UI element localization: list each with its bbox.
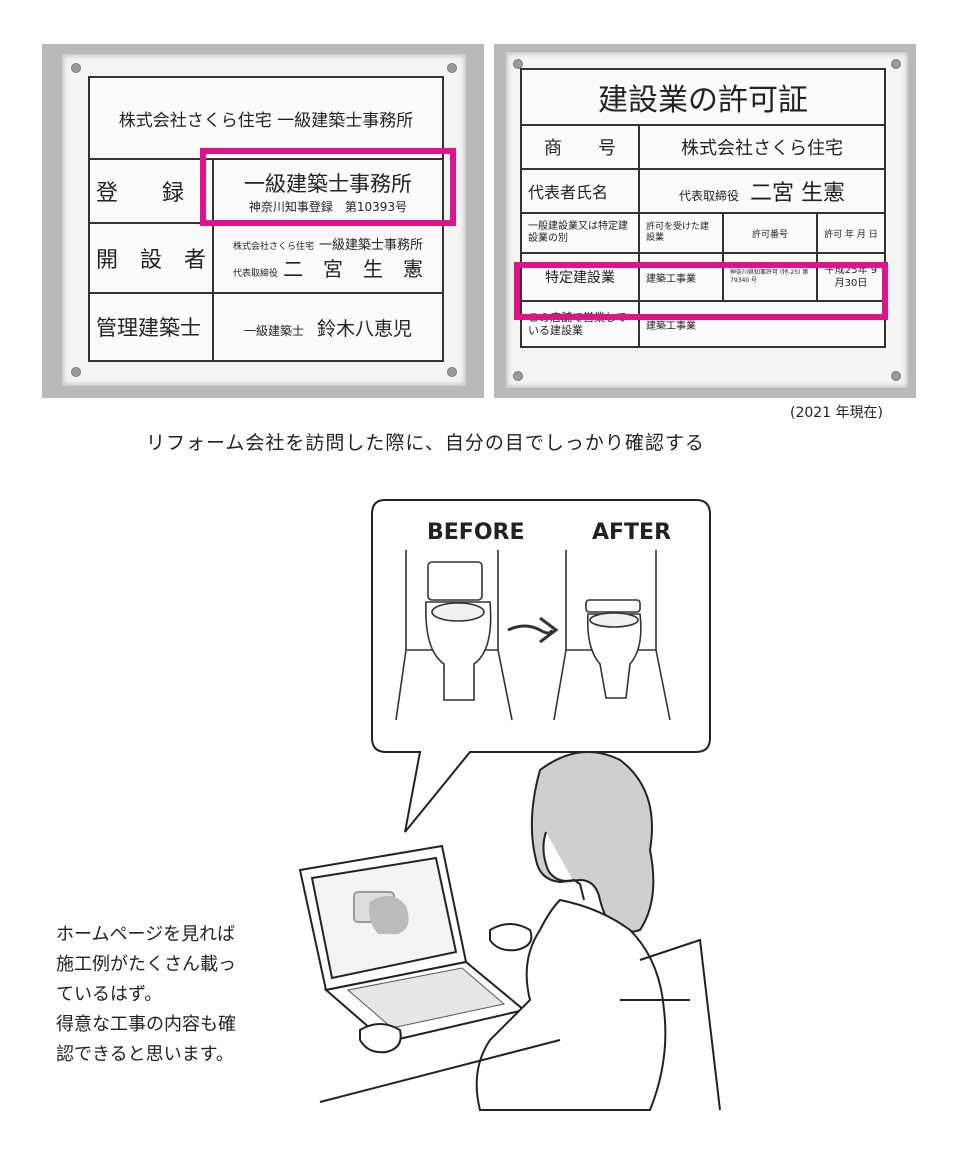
architect-office-sign-photo: 株式会社さくら住宅 一級建築士事務所 登 録 一級建築士事務所 神奈川知事登録 … — [42, 44, 484, 398]
architect-office-sign-table: 株式会社さくら住宅 一級建築士事務所 登 録 一級建築士事務所 神奈川知事登録 … — [87, 76, 444, 362]
sign-value-registration: 一級建築士事務所 神奈川知事登録 第10393号 — [212, 158, 444, 224]
screw-icon — [447, 63, 457, 73]
arrow-right-icon — [507, 616, 559, 644]
license-label-special: 特定建設業 — [520, 252, 640, 302]
screw-icon — [71, 63, 81, 73]
illustration-note: ホームページを見れば 施工例がたくさん載っ ているはず。 得意な工事の内容も確 … — [56, 920, 236, 1070]
sign-value-founder: 株式会社さくら住宅 一級建築士事務所 代表取締役 二 宮 生 憲 — [212, 222, 444, 294]
license-label-representative: 代表者氏名 — [520, 168, 640, 214]
license-value-number: 神奈川県知事許可 (特-25) 第 79340 号 — [722, 252, 818, 302]
license-title: 建設業の許可証 — [520, 68, 886, 126]
screw-icon — [71, 367, 81, 377]
toilet-after-icon — [553, 550, 671, 721]
license-header-number: 許可番号 — [722, 212, 818, 254]
license-value-trade: 建築工事業 — [638, 252, 724, 302]
woman-icon — [359, 751, 721, 1111]
screw-icon — [447, 367, 457, 377]
license-label-category: 一般建設業又は特定建設業の別 — [520, 212, 640, 254]
construction-license-table: 建設業の許可証 商 号 株式会社さくら住宅 代表者氏名 代表取締役 二宮 生憲 … — [520, 68, 886, 348]
sign-label-registration: 登 録 — [87, 158, 215, 224]
after-label: AFTER — [592, 520, 672, 545]
before-label: BEFORE — [427, 520, 525, 545]
license-header-trade: 許可を受けた建設業 — [638, 212, 724, 254]
highlight-box-registration — [200, 148, 456, 226]
construction-license-sign-photo: 建設業の許可証 商 号 株式会社さくら住宅 代表者氏名 代表取締役 二宮 生憲 … — [494, 44, 916, 398]
sign-label-manager: 管理建築士 — [87, 292, 215, 362]
note-line: 施工例がたくさん載っ — [56, 954, 236, 975]
caption: リフォーム会社を訪問した際に、自分の目でしっかり確認する — [146, 432, 705, 454]
sign-label-founder: 開 設 者 — [87, 222, 215, 294]
highlight-box-license — [514, 262, 888, 320]
screw-icon — [891, 59, 901, 69]
license-value-date: 平成25年 9月30日 — [816, 252, 886, 302]
screw-icon — [891, 371, 901, 381]
toilet-before-icon — [395, 550, 513, 721]
laptop-icon — [298, 844, 527, 1044]
year-note: (2021 年現在) — [790, 405, 884, 421]
note-line: ホームページを見れば — [56, 924, 236, 945]
license-header-date: 許可 年 月 日 — [816, 212, 886, 254]
note-line: 認できると思います。 — [56, 1044, 234, 1065]
note-line: ているはず。 — [56, 984, 163, 1005]
license-value-trade-name: 株式会社さくら住宅 — [638, 124, 886, 170]
screw-icon — [513, 371, 523, 381]
license-label-trade-name: 商 号 — [520, 124, 640, 170]
illustration — [298, 499, 721, 1111]
sign-value-manager: 一級建築士 鈴木八恵児 — [212, 292, 444, 362]
note-line: 得意な工事の内容も確 — [56, 1014, 236, 1035]
license-value-store: 建築工事業 — [638, 300, 886, 348]
screw-icon — [513, 59, 523, 69]
license-value-representative: 代表取締役 二宮 生憲 — [638, 168, 886, 214]
sign-title: 株式会社さくら住宅 一級建築士事務所 — [88, 76, 444, 160]
